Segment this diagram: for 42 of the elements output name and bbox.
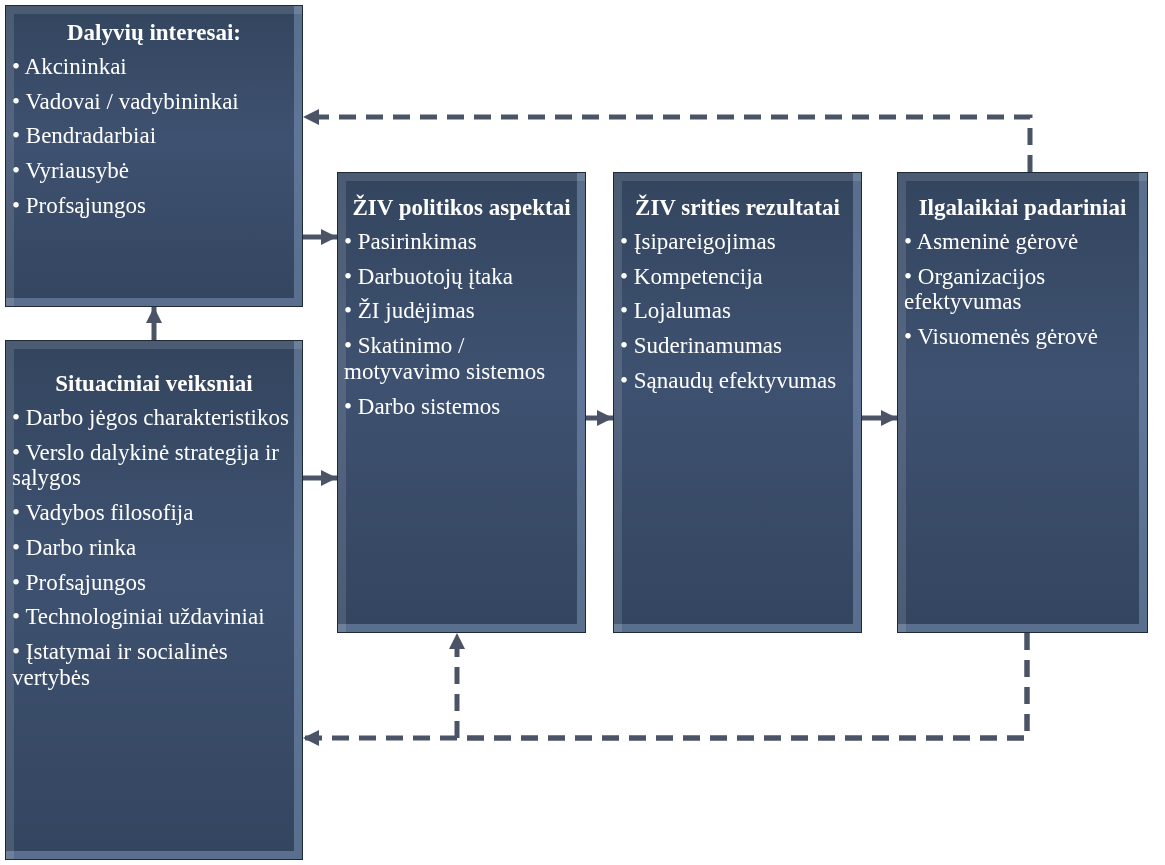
arrow <box>862 410 897 426</box>
process-box <box>337 172 586 633</box>
list-item: • Technologiniai uždaviniai <box>12 604 266 630</box>
dashed-arrow <box>303 109 1033 172</box>
process-box <box>897 172 1148 633</box>
arrow <box>303 229 337 245</box>
list-item: • Pasirinkimas <box>344 228 478 255</box>
arrow <box>303 470 337 486</box>
process-box <box>5 5 303 307</box>
box-heading: ŽIV srities rezultatai <box>634 195 841 221</box>
list-item: • Lojalumas <box>620 298 732 324</box>
list-item: • Akcininkai <box>12 53 128 80</box>
list-item: • Įstatymai ir socialinės vertybės <box>12 639 229 691</box>
list-item: • Organizacijos efektyvumas <box>904 263 1047 315</box>
list-item: • ŽI judėjimas <box>344 298 476 324</box>
process-box <box>613 172 862 633</box>
list-item: • Suderinamumas <box>620 333 783 359</box>
box-heading: Dalyvių interesai: <box>66 20 242 46</box>
list-item: • Sąnaudų efektyvumas <box>620 367 838 394</box>
arrow <box>146 307 162 340</box>
list-item: • Vadybos filosofija <box>12 500 195 526</box>
list-item: • Darbo rinka <box>12 534 138 561</box>
list-item: • Kompetencija <box>620 263 764 290</box>
box-heading: ŽIV politikos aspektai <box>351 195 572 221</box>
process-box <box>5 340 303 860</box>
list-item: • Verslo dalykinė strategija ir sąlygos <box>12 439 280 491</box>
list-item: • Profsąjungos <box>12 569 147 596</box>
list-item: • Darbo jėgos charakteristikos <box>12 404 290 431</box>
list-item: • Bendradarbiai <box>12 123 158 149</box>
list-item: • Darbo sistemos <box>344 393 502 420</box>
list-item: • Vyriausybė <box>12 158 130 184</box>
list-item: • Skatinimo / motyvavimo sistemos <box>344 333 547 385</box>
list-item: • Profsąjungos <box>12 192 147 219</box>
box-heading: Ilgalaikiai padariniai <box>917 195 1128 221</box>
dashed-arrow <box>449 633 1030 741</box>
box-heading: Situaciniai veiksniai <box>54 371 254 397</box>
list-item: • Visuomenės gėrovė <box>904 324 1100 350</box>
list-item: • Įsipareigojimas <box>620 228 777 255</box>
list-item: • Vadovai / vadybininkai <box>12 88 240 115</box>
list-item: • Darbuotojų įtaka <box>344 263 514 290</box>
list-item: • Asmeninė gėrovė <box>904 228 1080 255</box>
arrow <box>586 410 613 426</box>
